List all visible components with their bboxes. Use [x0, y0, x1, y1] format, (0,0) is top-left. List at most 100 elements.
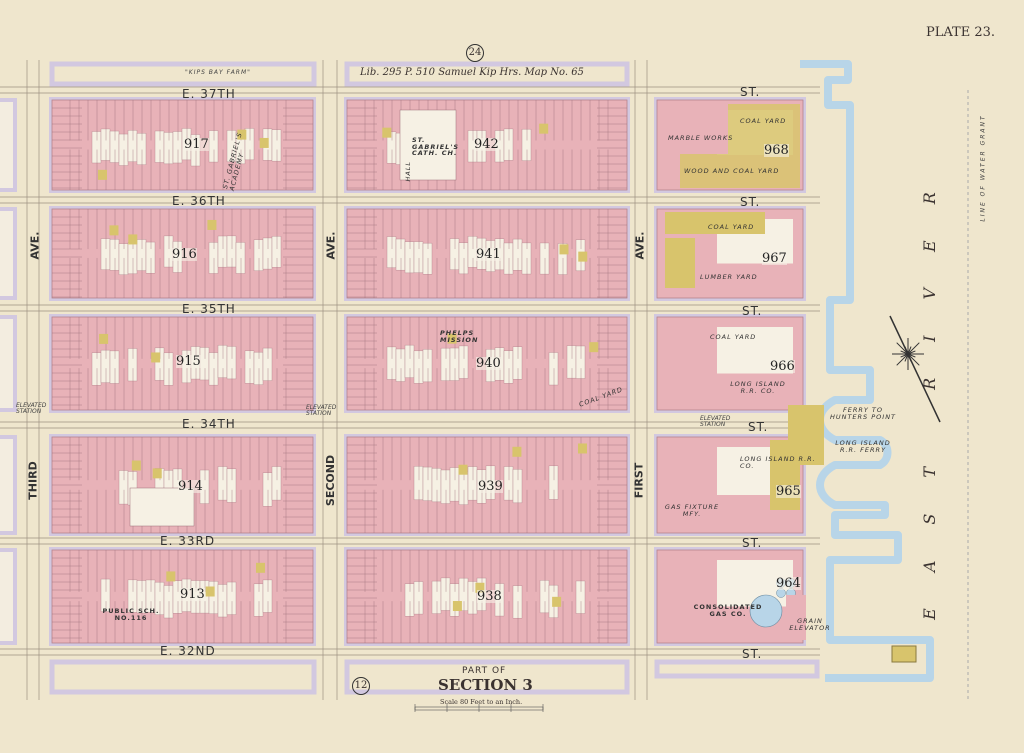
block-968: 968	[764, 143, 789, 158]
compass-rose-ray	[907, 346, 912, 355]
south-outline-3	[654, 659, 820, 679]
south-outline-2	[344, 659, 630, 695]
frame-building	[449, 467, 460, 502]
frame-building	[253, 239, 264, 272]
stone-building	[578, 251, 588, 262]
stone-building	[475, 582, 485, 593]
frame-building	[217, 584, 228, 618]
south-outline-1	[49, 659, 317, 695]
compass-rose-ray	[904, 353, 909, 362]
kips-bay-farm-outline	[49, 61, 317, 87]
frame-building	[449, 238, 460, 270]
stone-building	[559, 244, 569, 255]
consolidated-gas-label: CONSOLIDATED GAS CO.	[693, 603, 763, 618]
frame-building	[262, 237, 273, 270]
wood-coal-yard-label: WOOD AND COAL YARD	[684, 167, 780, 175]
frame-building	[199, 347, 210, 381]
frame-building	[467, 466, 478, 501]
frame-building	[512, 346, 523, 380]
west-block-edge	[0, 207, 17, 300]
block-914: 914	[178, 479, 203, 494]
phelps-mission-label: PHELPS MISSION	[440, 329, 479, 344]
frame-building	[512, 238, 523, 271]
marble-works-label: MARBLE WORKS	[668, 134, 734, 142]
stone-building	[166, 571, 176, 582]
ferry-hunters-point-label: FERRY TO HUNTERS POINT	[829, 406, 897, 421]
compass-rose-ray	[907, 353, 912, 362]
frame-building	[118, 470, 129, 505]
rr-yard-965	[770, 440, 800, 510]
compass-rose-ray	[896, 342, 909, 355]
frame-building	[208, 352, 219, 386]
stone-building	[512, 446, 522, 457]
frame-building	[217, 344, 228, 378]
frame-building	[127, 348, 138, 382]
stone-building	[539, 123, 549, 134]
second-ave-abbr: AVE.	[324, 231, 338, 260]
block-941: 941	[476, 247, 501, 262]
street-e35: E. 35TH	[182, 302, 236, 316]
compass-rose-ray	[907, 353, 916, 358]
frame-building	[100, 578, 111, 612]
gas-holder	[749, 594, 783, 628]
frame-building	[91, 352, 102, 386]
frame-building	[172, 131, 183, 164]
second-ave-name: SECOND	[324, 454, 338, 507]
frame-building	[575, 345, 586, 379]
frame-building	[548, 352, 559, 386]
grain-elevator	[786, 595, 806, 640]
frame-building	[217, 466, 228, 501]
frame-building	[440, 577, 451, 611]
west-block-edge	[0, 548, 17, 645]
compass-rose-ray	[900, 353, 909, 358]
frame-building	[548, 465, 559, 500]
frame-building	[100, 238, 111, 270]
frame-building	[404, 241, 415, 274]
elevated-station-third: ELEVATED STATION	[16, 402, 47, 415]
frame-building	[575, 580, 586, 614]
frame-building	[395, 238, 406, 271]
lumber-yard-label: LUMBER YARD	[700, 273, 758, 281]
frame-building	[422, 242, 433, 275]
block-966: 966	[770, 359, 795, 374]
adjoining-plate-south: 12	[352, 677, 370, 695]
frame-building	[458, 242, 469, 275]
elevated-station-second: ELEVATED STATION	[306, 404, 337, 417]
frame-building	[208, 242, 219, 274]
block-915: 915	[176, 354, 201, 369]
frame-building	[449, 583, 460, 617]
part-of-label: PART OF	[462, 666, 507, 676]
frame-building	[91, 131, 102, 164]
stone-building	[259, 137, 269, 148]
stone-building	[98, 169, 108, 180]
coal-yard-967-label: COAL YARD	[708, 223, 755, 231]
frame-building	[271, 466, 282, 501]
plate-number: PLATE 23.	[926, 25, 996, 40]
frame-building	[109, 239, 120, 271]
coal-yard-967	[665, 212, 765, 234]
third-ave-abbr: AVE.	[28, 231, 42, 260]
stone-building	[207, 219, 217, 230]
public-school-label: PUBLIC SCH. NO.116	[102, 607, 160, 622]
block-913: 913	[180, 587, 205, 602]
frame-building	[503, 128, 514, 161]
frame-building	[217, 235, 228, 268]
frame-building	[271, 236, 282, 268]
block-939: 939	[478, 479, 503, 494]
frame-building	[244, 128, 255, 161]
west-block-edge	[0, 98, 17, 192]
long-island-rr-965-label: LONG ISLAND R.R. CO.	[740, 455, 816, 470]
frame-building	[100, 128, 111, 161]
frame-building	[539, 242, 550, 275]
block-967: 967	[762, 251, 787, 266]
frame-building	[404, 344, 415, 378]
frame-building	[226, 346, 237, 380]
frame-building	[262, 347, 273, 381]
block-940: 940	[476, 356, 501, 371]
stone-building	[452, 601, 462, 612]
stone-building	[237, 129, 247, 140]
block-917: 917	[184, 137, 209, 152]
frame-building	[512, 469, 523, 504]
